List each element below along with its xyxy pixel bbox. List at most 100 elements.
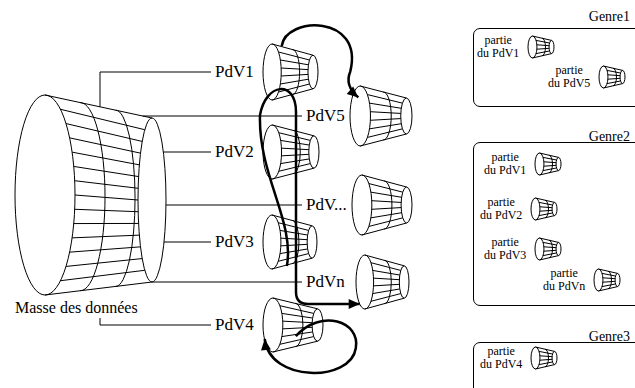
funnel-stroke	[74, 166, 139, 176]
funnel-stroke	[608, 74, 620, 76]
funnel-stroke	[281, 244, 307, 246]
funnel-stroke	[540, 153, 559, 157]
funnel-stroke	[369, 218, 403, 227]
funnel-stroke	[15, 95, 75, 295]
funnel-shape	[527, 35, 555, 59]
funnel-stroke	[367, 129, 402, 138]
funnel-stroke	[539, 202, 553, 205]
flow-arrow	[261, 321, 356, 373]
funnel-stroke	[544, 250, 556, 252]
funnel-stroke	[362, 175, 407, 187]
viewpoint-label: PdV4	[215, 315, 254, 335]
viewpoint-label: PdVn	[306, 272, 345, 292]
part-node: partie du PdV2	[480, 196, 558, 222]
funnel-stroke	[280, 60, 308, 65]
funnel-stroke	[280, 306, 314, 314]
funnel-stroke	[369, 103, 401, 108]
funnel-stroke	[608, 271, 611, 289]
funnel-stroke	[536, 51, 550, 54]
funnel-stroke	[371, 192, 402, 197]
funnel-stroke	[279, 164, 311, 172]
funnel-stroke	[309, 136, 319, 168]
funnel-stroke	[273, 298, 318, 309]
leader-stroke	[100, 318, 211, 325]
funnel-stroke	[537, 44, 549, 46]
funnel-stroke	[594, 269, 603, 291]
funnel-stroke	[278, 84, 309, 92]
funnel-stroke	[281, 74, 308, 76]
funnel-stroke	[282, 321, 311, 323]
genre-group: Genre1partie du PdV1partie du PdV5	[473, 5, 635, 107]
leader-line	[100, 318, 211, 325]
funnel-stroke	[543, 168, 557, 171]
funnel-shape	[351, 174, 413, 236]
funnel-stroke	[556, 242, 561, 255]
part-node: partie du PdV4	[480, 345, 558, 371]
funnel-stroke	[401, 187, 412, 223]
part-label: partie du PdVn	[543, 267, 585, 293]
leader-line	[152, 282, 302, 283]
funnel-stroke	[545, 200, 548, 218]
funnel-stroke	[536, 216, 555, 220]
funnel-stroke	[373, 284, 399, 286]
funnel-shape	[530, 197, 558, 221]
funnel-stroke	[543, 157, 557, 160]
funnel-stroke	[308, 55, 318, 89]
genre-title: Genre2	[589, 128, 630, 145]
funnel-stroke	[373, 278, 399, 280]
part-node: partie du PdV5	[548, 64, 626, 90]
funnel-stroke	[536, 365, 555, 369]
funnel-stroke	[362, 223, 407, 235]
funnel-shape	[349, 85, 413, 147]
funnel-stroke	[369, 124, 401, 129]
funnel-stroke	[399, 266, 409, 298]
leader-line	[143, 116, 302, 117]
funnel-stroke	[539, 362, 553, 365]
funnel-stroke	[544, 165, 556, 167]
part-label: partie du PdV1	[484, 151, 526, 177]
funnel-stroke	[370, 119, 400, 121]
funnel-stroke	[540, 256, 559, 260]
funnel-stroke	[603, 277, 615, 279]
funnel-stroke	[282, 327, 311, 329]
funnel-stroke	[542, 38, 545, 56]
funnel-stroke	[552, 351, 557, 364]
funnel-stroke	[540, 359, 552, 361]
funnel-stroke	[60, 270, 144, 280]
funnel-stroke	[540, 210, 552, 212]
leader-stroke	[143, 116, 302, 117]
funnel-stroke	[72, 152, 139, 165]
funnel-shape	[598, 65, 626, 89]
funnel-stroke	[280, 249, 308, 254]
funnel-stroke	[74, 223, 139, 224]
funnel-shape	[262, 124, 320, 180]
funnel-stroke	[272, 215, 312, 226]
funnel-stroke	[556, 157, 561, 170]
funnel-stroke	[599, 287, 618, 291]
funnel-stroke	[75, 195, 138, 200]
leader-stroke	[163, 152, 211, 153]
funnel-stroke	[365, 298, 404, 309]
funnel-shape	[593, 268, 621, 292]
viewpoint-label: PdV3	[215, 232, 254, 252]
funnel-stroke	[372, 201, 401, 203]
funnel-stroke	[278, 52, 309, 60]
funnel-stroke	[531, 198, 540, 220]
funnel-stroke	[282, 313, 313, 318]
funnel-stroke	[280, 140, 309, 145]
flow-arrow	[282, 25, 359, 97]
funnel-stroke	[312, 309, 323, 341]
part-node: partie du PdV1	[484, 151, 562, 177]
funnel-stroke	[535, 238, 544, 260]
genre-group: Genre2 partie du PdV1 partie du PdV2 partie…	[473, 125, 635, 306]
funnel-stroke	[281, 68, 308, 70]
part-label: partie du PdV5	[548, 64, 590, 90]
flow-curve	[282, 25, 359, 97]
funnel-stroke	[72, 235, 139, 238]
funnel-stroke	[70, 247, 141, 252]
funnel-stroke	[549, 240, 552, 258]
funnel-stroke	[549, 155, 552, 173]
funnel-stroke	[549, 40, 554, 53]
funnel-stroke	[307, 226, 317, 258]
funnel-stroke	[272, 258, 312, 269]
